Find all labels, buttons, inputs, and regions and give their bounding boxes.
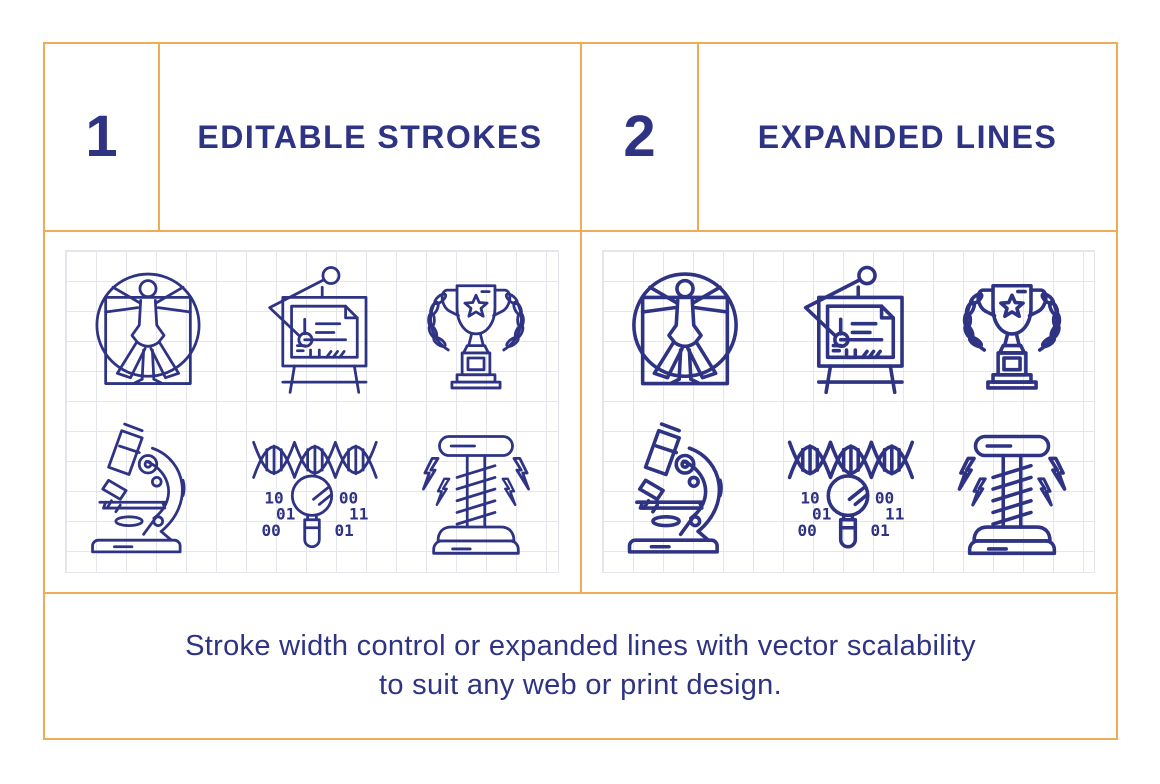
section-2-title: EXPANDED LINES <box>757 118 1058 155</box>
section-1-title: EDITABLE STROKES <box>197 118 543 155</box>
icon-grid <box>603 251 1094 572</box>
microscope-icon-svg <box>612 419 758 565</box>
tesla-coil-icon-svg <box>403 419 549 565</box>
dna-research-icon <box>239 419 385 565</box>
microscope-icon <box>612 419 758 565</box>
caption-line-1: Stroke width control or expanded lines w… <box>185 629 976 662</box>
dna-research-icon <box>775 419 921 565</box>
vitruvian-man-icon <box>75 258 221 404</box>
caption-line-2: to suit any web or print design. <box>379 669 782 701</box>
section-2-title-cell: EXPANDED LINES <box>699 44 1116 232</box>
vitruvian-man-icon-svg <box>75 258 221 404</box>
caption-text: Stroke width control or expanded lines w… <box>45 594 1116 738</box>
trophy-award-icon <box>403 258 549 404</box>
section-1-number-cell: 1 <box>45 44 160 232</box>
editable-strokes-panel <box>45 232 582 594</box>
microscope-icon <box>75 419 221 565</box>
section-1-title-cell: EDITABLE STROKES <box>160 44 582 232</box>
vitruvian-man-icon <box>612 258 758 404</box>
section-2-number-cell: 2 <box>582 44 699 232</box>
drafting-table-icon-svg <box>775 258 921 404</box>
drafting-table-icon <box>239 258 385 404</box>
grid-background <box>602 250 1095 573</box>
trophy-award-icon-svg <box>403 258 549 404</box>
tesla-coil-icon <box>403 419 549 565</box>
section-1-number: 1 <box>85 104 118 169</box>
icon-grid <box>66 251 558 572</box>
tesla-coil-icon <box>939 419 1085 565</box>
trophy-award-icon <box>939 258 1085 404</box>
drafting-table-icon-svg <box>239 258 385 404</box>
trophy-award-icon-svg <box>939 258 1085 404</box>
vitruvian-man-icon-svg <box>612 258 758 404</box>
section-2-number: 2 <box>623 104 656 169</box>
dna-research-icon-svg <box>775 419 921 565</box>
comparison-table: 1 EDITABLE STROKES 2 EXPANDED LINES Stro… <box>43 42 1118 740</box>
microscope-icon-svg <box>75 419 221 565</box>
dna-research-icon-svg <box>239 419 385 565</box>
drafting-table-icon <box>775 258 921 404</box>
tesla-coil-icon-svg <box>939 419 1085 565</box>
grid-background <box>65 250 559 573</box>
expanded-lines-panel <box>582 232 1116 594</box>
